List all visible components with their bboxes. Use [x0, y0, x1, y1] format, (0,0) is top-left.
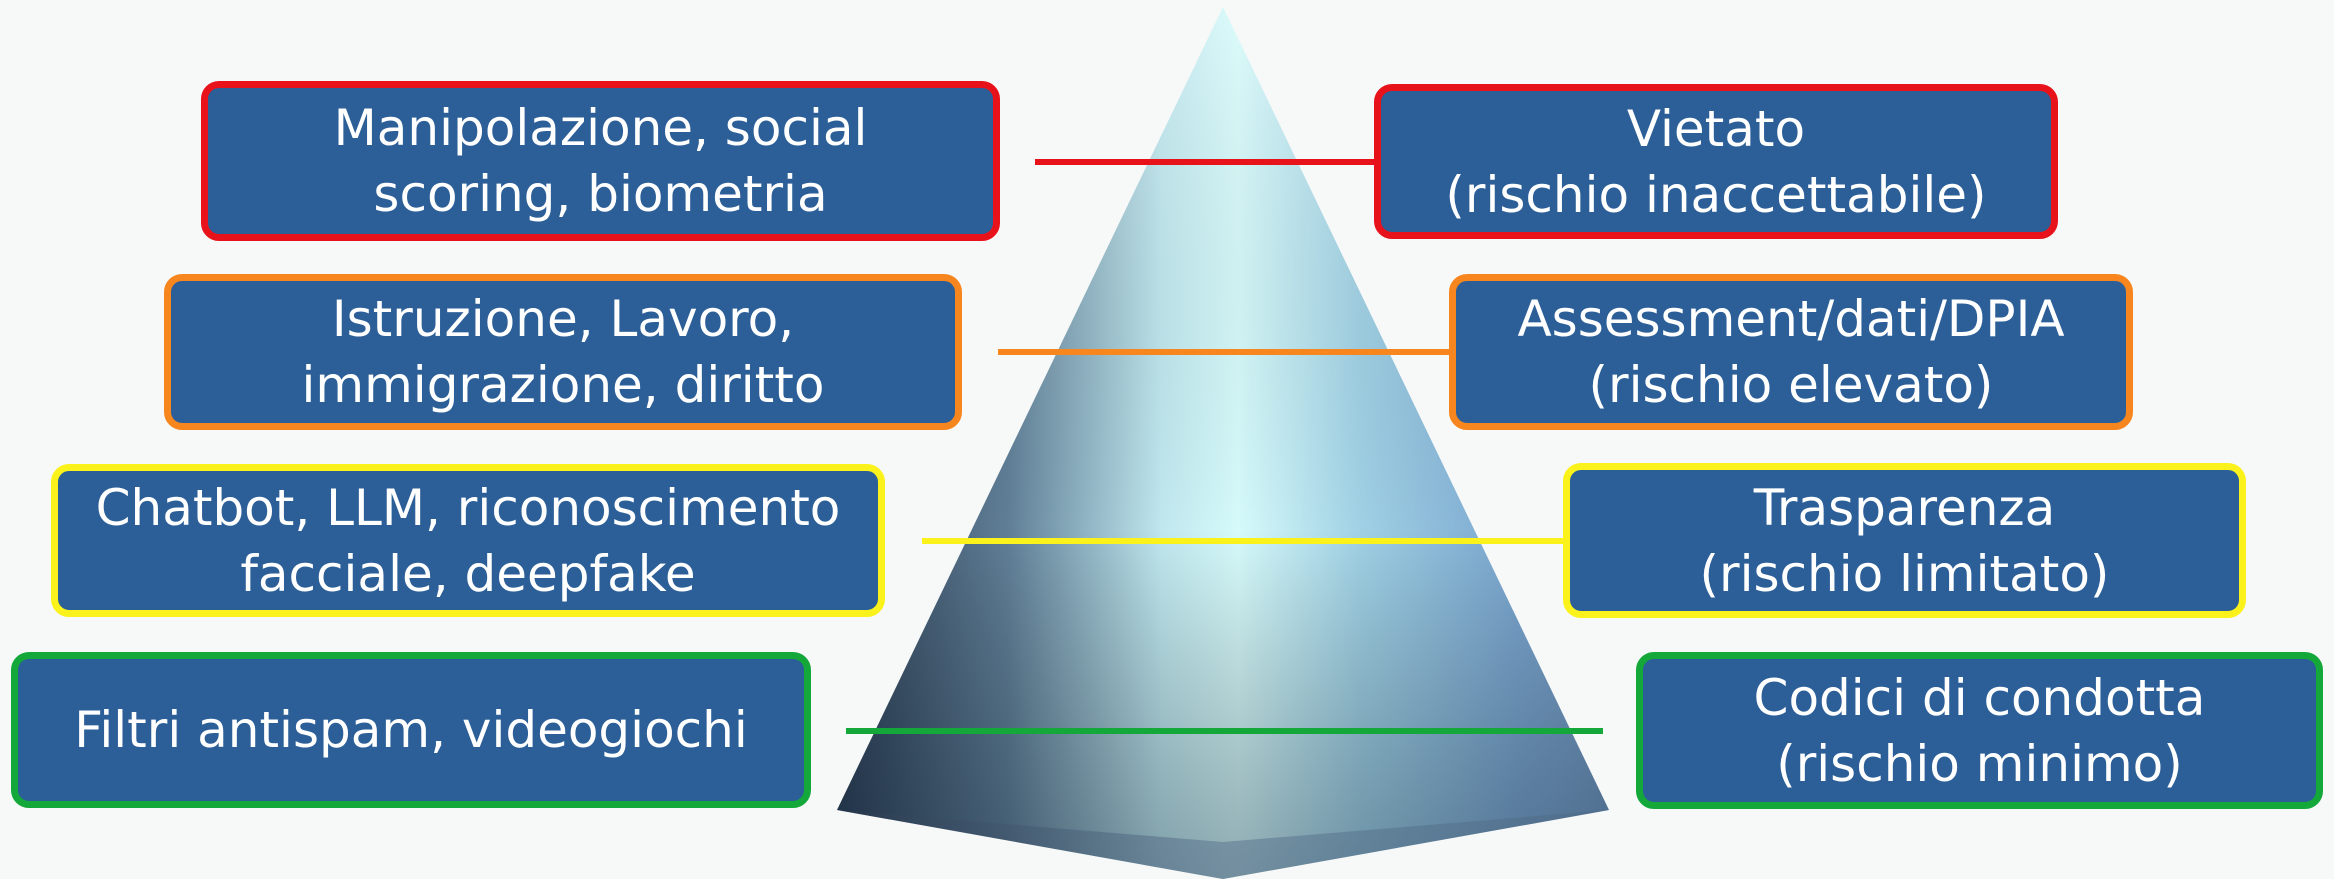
example-box-3: Chatbot, LLM, riconoscimento facciale, d… — [51, 464, 885, 617]
risk-category-box-2: Assessment/dati/DPIA (rischio elevato) — [1449, 274, 2133, 430]
risk-category-box-3: Trasparenza (rischio limitato) — [1563, 463, 2246, 618]
risk-category-title: Codici di condotta — [1753, 668, 2206, 727]
risk-category-title: Assessment/dati/DPIA — [1517, 290, 2065, 348]
example-text: facciale, deepfake — [240, 544, 696, 603]
risk-category-title: Trasparenza — [1753, 478, 2056, 537]
risk-level-label: (rischio limitato) — [1699, 544, 2110, 603]
pyramid-base — [837, 810, 1609, 879]
example-text: scoring, biometria — [373, 165, 828, 223]
example-text: Filtri antispam, videogiochi — [74, 701, 748, 759]
example-text: Istruzione, Lavoro, — [331, 290, 795, 348]
example-text: immigrazione, diritto — [301, 356, 825, 414]
risk-level-label: (rischio elevato) — [1588, 356, 1994, 414]
pyramid — [837, 7, 1609, 879]
example-text: Chatbot, LLM, riconoscimento — [95, 478, 841, 537]
example-box-2: Istruzione, Lavoro, immigrazione, diritt… — [164, 274, 962, 430]
example-box-4: Filtri antispam, videogiochi — [11, 652, 811, 808]
pyramid-shading — [837, 7, 1609, 879]
risk-level-label: (rischio inaccettabile) — [1445, 165, 1987, 224]
risk-category-title: Vietato — [1626, 99, 1806, 158]
example-box-1: Manipolazione, social scoring, biometria — [201, 81, 1000, 241]
example-text: Manipolazione, social — [333, 99, 868, 157]
risk-category-box-1: Vietato (rischio inaccettabile) — [1374, 84, 2058, 239]
risk-level-label: (rischio minimo) — [1776, 734, 2183, 793]
risk-category-box-4: Codici di condotta (rischio minimo) — [1636, 652, 2323, 809]
